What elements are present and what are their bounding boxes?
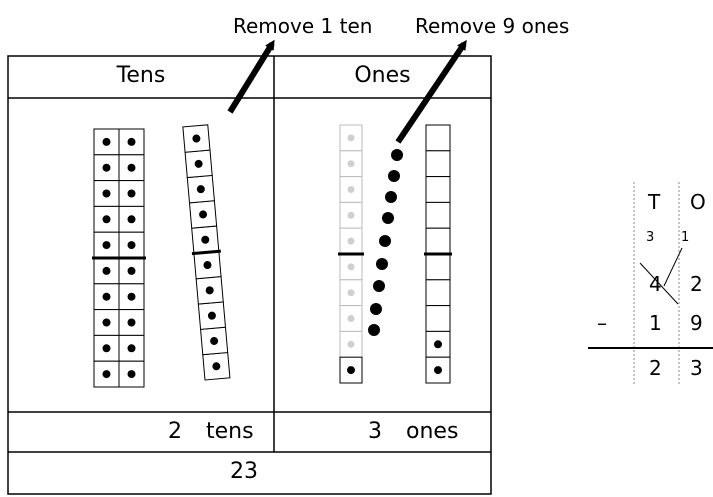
tens-cell [93,309,120,336]
ones-dot [347,160,355,168]
ones-cell [425,227,451,255]
sub-tens-digit: 1 [649,311,662,335]
remove-ten-label: Remove 1 ten [233,14,373,38]
removed-ten-rod [182,124,231,381]
counter-dot [192,134,201,143]
counter-dot [102,241,111,250]
removed-one-dot [388,170,400,182]
ones-dot [347,289,355,297]
remove-ones-label: Remove 9 ones [415,14,570,38]
counter-dot [199,210,208,219]
counter-dot [102,137,111,146]
ones-cell [425,279,451,307]
ones-dot [434,366,442,375]
place-value-table [7,55,492,495]
ones-dot [347,211,355,219]
tens-unit: tens [206,419,254,444]
top-tens-digit: 4 [649,272,662,296]
total-value: 23 [230,459,258,484]
counter-dot [203,261,212,270]
ones-cell [425,124,451,152]
arrow-remove-ten [227,39,275,114]
counter-dot [127,370,136,379]
ones-header: Ones [354,63,411,88]
ones-count: 3 [368,419,382,444]
ones-cell [425,150,451,178]
counter-dot [102,344,111,353]
ones-column-right [424,124,452,384]
counter-dot [102,292,111,301]
arrow-remove-ones [395,39,467,144]
tens-header: Tens [116,63,166,88]
ones-column-left [338,124,364,384]
result-tens-digit: 2 [649,356,662,380]
ones-dot [434,340,442,349]
tens-count: 2 [168,419,182,444]
counter-dot [102,318,111,327]
regroup-tens-digit: 3 [646,230,655,245]
tens-cell [118,360,145,388]
counter-dot [127,266,136,275]
removed-one-dot [373,280,385,292]
ones-dot [347,315,355,322]
counter-dot [127,292,136,301]
ones-unit: ones [406,419,459,444]
removed-one-dot [370,303,382,315]
counter-dot [210,336,219,345]
ones-cell [425,176,451,203]
removed-one-dot [385,191,397,203]
counter-dot [127,241,136,250]
counter-dot [127,318,136,327]
counter-dot [196,185,205,194]
minus-sign: – [597,311,607,335]
top-ones-digit: 2 [690,272,703,296]
ones-cell [425,305,451,332]
counter-dot [201,235,210,244]
counter-dot [102,370,111,379]
counter-dot [102,163,111,172]
sub-ones-digit: 9 [690,311,703,335]
result-ones-digit: 3 [690,356,703,380]
counter-dot [194,159,203,168]
counter-dot [207,311,216,320]
removed-one-dot [382,212,394,224]
ones-dot [347,366,355,375]
ones-cell [425,253,451,281]
counter-dot [127,344,136,353]
counter-dot [127,137,136,146]
ones-dot [347,134,355,142]
ones-dot [347,237,355,245]
removed-one-dot [368,324,380,336]
removed-one-dot [379,235,391,247]
counter-dot [102,215,111,224]
counter-dot [127,215,136,224]
counter-dot [127,163,136,172]
column-method-lines [588,182,713,386]
counter-dot [102,189,111,198]
counter-dot [102,266,111,275]
counter-dot [127,189,136,198]
ones-dot [347,340,355,348]
column-head-ones: O [690,190,706,214]
ones-cell [425,201,451,229]
regroup-ones-digit: 1 [681,230,690,245]
counter-dot [205,286,214,295]
removed-one-dot [376,258,388,270]
column-head-tens: T [648,190,661,214]
counter-dot [212,362,221,371]
ones-dot [347,186,355,193]
tens-frame-2x10 [92,128,146,388]
ones-dot [347,263,355,271]
removed-one-dot [391,149,403,161]
removed-ones-dots [368,149,403,336]
rod-divider [191,249,221,256]
